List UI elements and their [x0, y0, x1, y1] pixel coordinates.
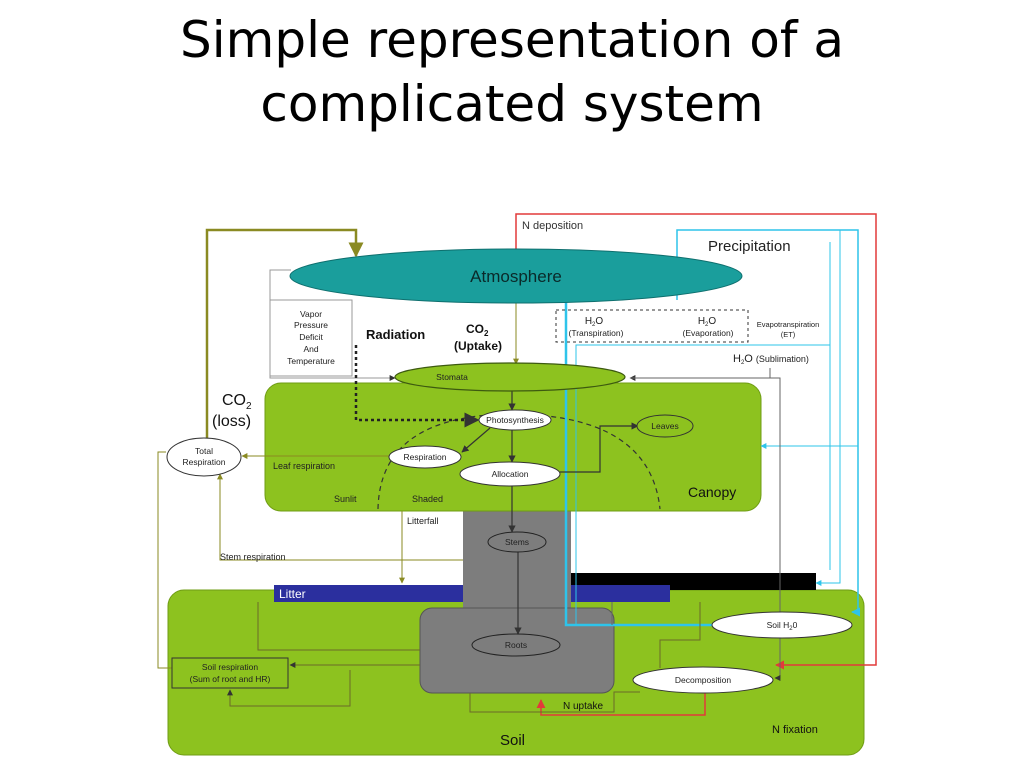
soil-h2o-node [711, 611, 853, 639]
soil-respiration-line [157, 451, 172, 669]
allocation-node [459, 461, 561, 487]
allocation-label: Allocation [492, 469, 529, 479]
co2-uptake-label: CO2 [466, 322, 489, 338]
decomposition-feed [659, 602, 701, 668]
h2o-evaporation-h2o: H2O [698, 316, 717, 328]
decomposition-node [632, 666, 774, 694]
photosynthesis-label: Photosynthesis [486, 415, 544, 425]
leaves-label: Leaves [651, 421, 678, 431]
radiation-label: Radiation [366, 327, 425, 342]
precipitation-line-1 [676, 229, 861, 617]
canopy-label: Canopy [688, 484, 736, 500]
respiration-label: Respiration [404, 452, 447, 462]
soil-loop-top [257, 602, 420, 651]
vapor-line-5: Temperature [287, 356, 335, 366]
decomposition-to-soil [469, 691, 640, 713]
atmosphere-ellipse [289, 248, 743, 304]
n-deposition-label: N deposition [522, 220, 583, 232]
evapotranspiration-label: Evapotranspiration [757, 320, 820, 329]
precipitation-line-2 [815, 230, 841, 586]
litterfall-label: Litterfall [407, 516, 439, 526]
soil-respiration-label-2: (Sum of root and HR) [190, 674, 271, 684]
co2-loss-label: CO2 [222, 392, 252, 412]
sublimation-label: H2O(Sublimation) [733, 353, 809, 366]
canopy-block [264, 382, 762, 512]
n-deposition-line [515, 213, 877, 670]
photosynthesis-node [478, 409, 552, 431]
leaves-node [636, 414, 694, 438]
total-respiration-node [166, 437, 242, 477]
stem-trunk [463, 510, 571, 610]
allocation-to-leaves [560, 422, 639, 473]
vapor-line-4: And [303, 344, 318, 354]
stems-label: Stems [505, 537, 529, 547]
evaporation-label: (Evaporation) [682, 328, 733, 338]
co2-loss-arrow [205, 228, 364, 442]
radiation-dotted-line [354, 345, 480, 428]
slide-title: Simple representation of a complicated s… [0, 8, 1024, 136]
total-respiration-label-1: Total [195, 446, 213, 456]
photosynthesis-to-respiration [461, 427, 491, 453]
sublimation-line [629, 368, 771, 381]
n-fixation-label: N fixation [772, 724, 818, 736]
leaves-to-soil [630, 377, 781, 681]
title-line-2: complicated system [260, 75, 764, 133]
soil-respiration-label-1: Soil respiration [202, 662, 258, 672]
vapor-line-2: Pressure [294, 320, 328, 330]
vapor-line-3: Deficit [299, 332, 323, 342]
n-uptake-label: N uptake [563, 701, 603, 712]
h2o-transpiration-h2o: H2O [585, 316, 604, 328]
soil-respiration-box [171, 657, 289, 689]
roots-node [471, 633, 561, 657]
soil-h2o-label: Soil H20 [767, 620, 798, 632]
transpiration-label: (Transpiration) [569, 328, 624, 338]
et-label: (ET) [781, 330, 796, 339]
et-loop-line [558, 280, 712, 627]
n-uptake-line [536, 692, 706, 716]
stomata-label: Stomata [436, 372, 468, 382]
sunlit-label: Sunlit [334, 494, 357, 504]
stem-respiration-label: Stem respiration [220, 552, 286, 562]
leaf-respiration-label: Leaf respiration [273, 461, 335, 471]
shaded-arc [377, 413, 661, 510]
soil-label: Soil [500, 732, 525, 749]
vapor-box: Vapor Pressure Deficit And Temperature [269, 299, 353, 377]
et-inner-line [575, 344, 830, 625]
stems-node [487, 531, 547, 553]
stem-respiration-line [217, 473, 463, 561]
litter-label: Litter [279, 587, 306, 601]
h2o-dashed-box [555, 309, 749, 343]
co2-uptake-label-2: (Uptake) [454, 339, 502, 353]
vapor-line-1: Vapor [300, 309, 322, 319]
stomata-node [394, 362, 626, 392]
decomposition-label: Decomposition [675, 675, 731, 685]
total-respiration-label-2: Respiration [183, 457, 226, 467]
co2-loss-label-2: (loss) [212, 413, 251, 430]
shaded-label: Shaded [412, 494, 443, 504]
roots-label: Roots [505, 640, 527, 650]
precipitation-label: Precipitation [708, 238, 791, 255]
title-line-1: Simple representation of a [180, 11, 844, 69]
atmosphere-label: Atmosphere [470, 267, 562, 286]
respiration-node [388, 445, 462, 469]
soil-loop-bottom [227, 670, 351, 707]
